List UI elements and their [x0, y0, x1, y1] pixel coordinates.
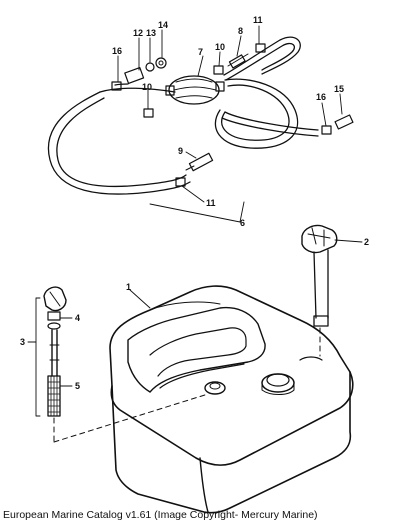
callout-10-lower: 10: [142, 82, 152, 92]
image-caption: European Marine Catalog v1.61 (Image Cop…: [3, 509, 318, 521]
hose-clamps: [111, 43, 332, 187]
callout-16-left: 16: [112, 46, 122, 56]
callout-14: 14: [158, 20, 168, 30]
callout-7: 7: [198, 47, 203, 57]
callout-12: 12: [133, 28, 143, 38]
engine-connector-part-15: [334, 114, 354, 130]
primer-bulb: [165, 75, 225, 105]
hose-connector-part-8: [227, 53, 249, 69]
hose-connector-part-9: [185, 152, 214, 172]
tank-fitting-12-14: [124, 57, 167, 84]
callout-10-upper: 10: [215, 42, 225, 52]
callout-5: 5: [75, 381, 80, 391]
callout-8: 8: [238, 26, 243, 36]
callout-9: 9: [178, 146, 183, 156]
callout-3: 3: [20, 337, 25, 347]
callout-13: 13: [146, 28, 156, 38]
fuel-hose-assembly: [47, 36, 319, 195]
leader-lines: [27, 25, 363, 417]
callout-2: 2: [364, 237, 369, 247]
callout-6: 6: [240, 218, 245, 228]
callout-15: 15: [334, 84, 344, 94]
callout-11-lower: 11: [206, 198, 216, 208]
fuel-tank: [109, 285, 354, 514]
callout-1: 1: [126, 282, 131, 292]
fuel-pickup-assembly: [43, 286, 67, 417]
callout-4: 4: [75, 313, 80, 323]
callout-11-upper: 11: [253, 15, 263, 25]
callout-labels: 1 2 3 4 5 6 7 8 9 10 10 11 11 12 13 14 1…: [20, 15, 369, 391]
assembly-dashed-lines: [53, 327, 321, 443]
fuel-gauge: [301, 224, 338, 327]
callout-16-right: 16: [316, 92, 326, 102]
